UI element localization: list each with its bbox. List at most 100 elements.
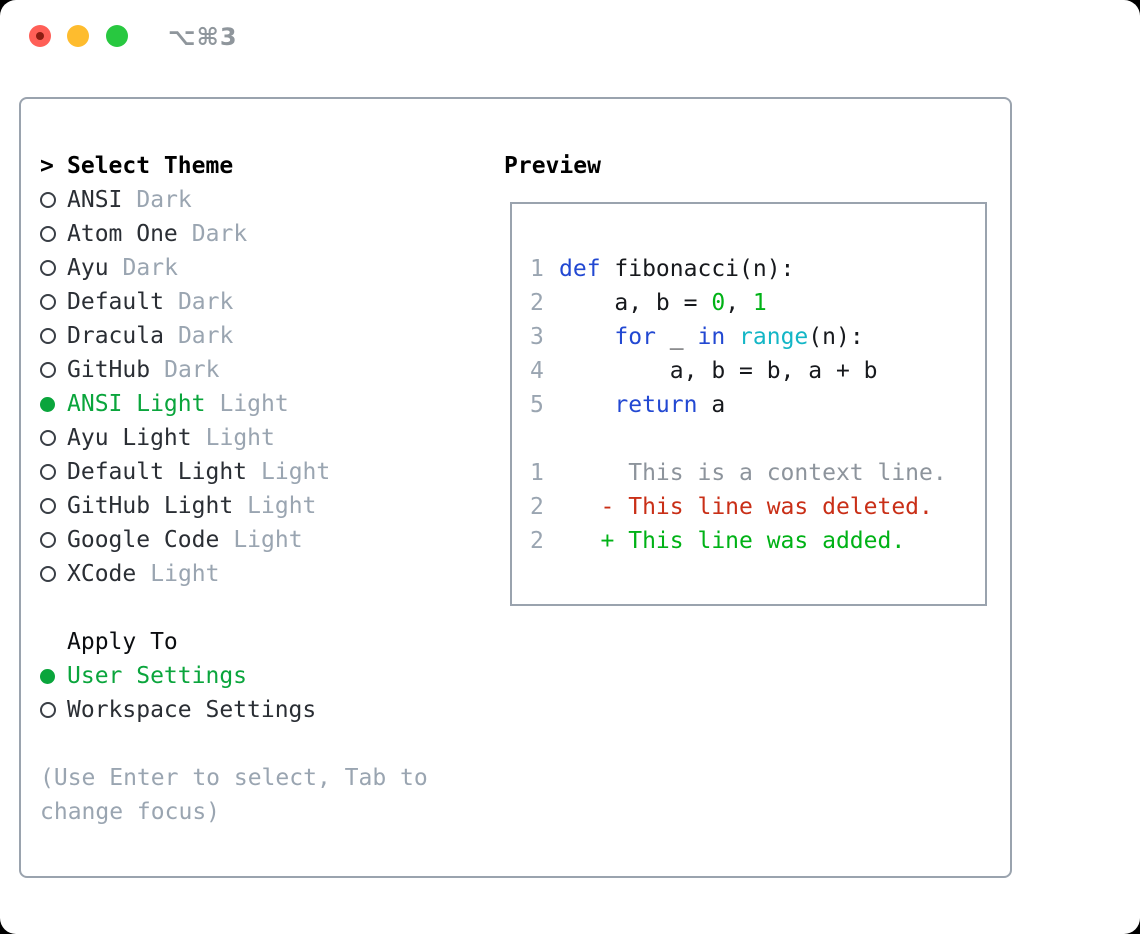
theme-name: GitHub xyxy=(67,357,151,383)
code-token: return xyxy=(614,392,698,418)
window-title: ⌥⌘3 xyxy=(168,23,238,51)
theme-option[interactable]: ANSI Light Light xyxy=(40,387,428,421)
apply-option[interactable]: Workspace Settings xyxy=(40,693,428,727)
radio-unselected-icon xyxy=(40,702,67,718)
code-token: for xyxy=(614,324,656,350)
radio-unselected-icon xyxy=(40,328,67,344)
close-button[interactable] xyxy=(29,25,51,47)
radio-circle xyxy=(40,668,55,684)
line-number: 2 xyxy=(530,528,544,554)
code-content: This is a context line. xyxy=(559,456,947,490)
line-number: 1 xyxy=(530,256,544,282)
radio-circle xyxy=(40,328,56,344)
radio-circle xyxy=(40,498,56,514)
unsaved-changes-dot-icon xyxy=(36,32,44,40)
code-content: for _ in range(n): xyxy=(559,320,864,354)
theme-variant: Dark xyxy=(177,323,234,349)
theme-name: Default Light xyxy=(67,459,248,485)
radio-unselected-icon xyxy=(40,192,67,208)
help-text-line-2: change focus) xyxy=(40,799,221,825)
theme-variant: Light xyxy=(233,527,303,553)
radio-unselected-icon xyxy=(40,430,67,446)
theme-variant: Light xyxy=(219,391,289,417)
code-content: a, b = b, a + b xyxy=(559,354,878,388)
theme-variant: Dark xyxy=(122,255,178,281)
theme-name: Ayu Light xyxy=(67,425,192,451)
theme-name: ANSI Light xyxy=(67,391,206,417)
code-token: 0 xyxy=(711,290,726,316)
radio-circle xyxy=(40,260,56,276)
theme-name: Atom One xyxy=(67,221,178,247)
spacer xyxy=(40,727,428,761)
theme-name: Google Code xyxy=(67,527,220,553)
spacer xyxy=(40,591,428,625)
focus-cursor-icon: > xyxy=(40,153,54,179)
code-line: 2 - This line was deleted. xyxy=(530,490,985,524)
minimize-button[interactable] xyxy=(67,25,89,47)
theme-option[interactable]: Ayu Light Light xyxy=(40,421,428,455)
code-line: 2 + This line was added. xyxy=(530,524,985,558)
radio-unselected-icon xyxy=(40,566,67,582)
line-number: 3 xyxy=(530,324,544,350)
theme-name: ANSI xyxy=(67,187,123,213)
theme-option[interactable]: Default Light Light xyxy=(40,455,428,489)
theme-variant: Dark xyxy=(164,357,220,383)
code-token: + This line was added. xyxy=(559,528,906,554)
radio-unselected-icon xyxy=(40,362,67,378)
code-line: 2 a, b = 0, 1 xyxy=(530,286,985,320)
code-line: 1 This is a context line. xyxy=(530,456,985,490)
theme-variant: Light xyxy=(205,425,275,451)
theme-option[interactable]: XCode Light xyxy=(40,557,428,591)
code-content: return a xyxy=(559,388,725,422)
code-line: 4 a, b = b, a + b xyxy=(530,354,985,388)
code-token: def xyxy=(559,256,601,282)
code-content: def fibonacci(n): xyxy=(559,252,794,286)
radio-unselected-icon xyxy=(40,260,67,276)
radio-unselected-icon xyxy=(40,532,67,548)
code-token: This is a context line. xyxy=(559,460,947,486)
code-token xyxy=(559,392,614,418)
radio-circle xyxy=(40,192,56,208)
theme-name: Ayu xyxy=(67,255,109,281)
theme-name: XCode xyxy=(67,561,137,587)
code-token: (n): xyxy=(808,324,864,350)
radio-circle xyxy=(40,566,56,582)
apply-to-title: Apply To xyxy=(67,629,178,655)
code-token: a, b = xyxy=(559,290,712,316)
code-token: , xyxy=(725,290,753,316)
line-number: 1 xyxy=(530,460,544,486)
theme-option[interactable]: Ayu Dark xyxy=(40,251,428,285)
radio-unselected-icon xyxy=(40,464,67,480)
radio-unselected-icon xyxy=(40,226,67,242)
apply-option[interactable]: User Settings xyxy=(40,659,428,693)
zoom-button[interactable] xyxy=(106,25,128,47)
help-text-line-1: (Use Enter to select, Tab to xyxy=(40,765,428,791)
theme-option[interactable]: GitHub Dark xyxy=(40,353,428,387)
theme-option[interactable]: Google Code Light xyxy=(40,523,428,557)
code-token: - This line was deleted. xyxy=(559,494,933,520)
radio-selected-icon xyxy=(40,396,67,412)
theme-picker-title: Select Theme xyxy=(67,153,234,179)
code-token xyxy=(725,324,739,350)
code-token xyxy=(559,324,614,350)
code-content: + This line was added. xyxy=(559,524,906,558)
radio-circle xyxy=(40,226,56,242)
theme-name: GitHub Light xyxy=(67,493,234,519)
radio-circle xyxy=(40,430,56,446)
theme-variant: Light xyxy=(150,561,220,587)
code-line: 3 for _ in range(n): xyxy=(530,320,985,354)
code-token: 1 xyxy=(752,290,767,316)
radio-circle xyxy=(40,362,56,378)
code-token: in xyxy=(697,324,726,350)
radio-selected-icon xyxy=(40,668,67,684)
theme-variant: Light xyxy=(261,459,331,485)
